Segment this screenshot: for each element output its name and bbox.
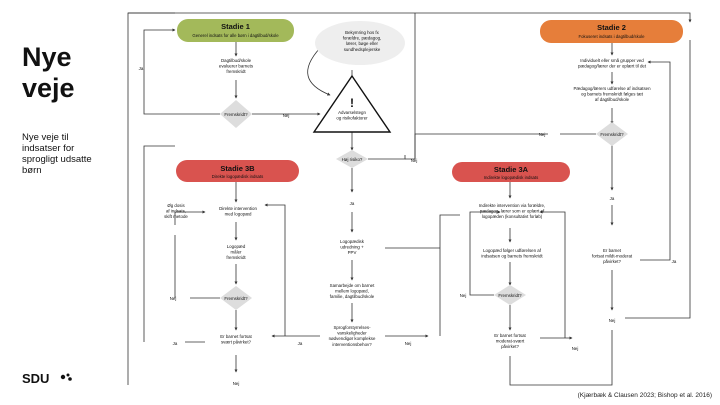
stage1-decision-label: Fremskridt? (224, 112, 248, 117)
stage3b-header: Stadie 3B Direkte logopædisk indsats (176, 160, 299, 182)
stage3b-subtitle: Direkte logopædisk indsats (212, 174, 264, 179)
stage2-yes-label: Ja (610, 196, 615, 201)
stage2-decision-label: Fremskridt? (600, 132, 624, 137)
stage3b-decision: Fremskridt? (220, 286, 252, 310)
page-subtitle: Nye veje til indsatser for sprogligt uds… (22, 132, 92, 176)
stage3a-indirect: Indirekte intervention via forældre,pæda… (479, 203, 545, 219)
stage1-no-label: Nej (283, 113, 290, 118)
stage1-decision: Fremskridt? (220, 100, 252, 128)
stage3a-title: Stadie 3A (494, 165, 529, 174)
stage3b-severe-no-label: Nej (233, 381, 240, 386)
stage3a-no-label: Nej (460, 293, 467, 298)
stage3a-subtitle: Indirekte logopædisk indsats (484, 175, 538, 180)
citation: (Kjærbæk & Clausen 2023; Bishop et al. 2… (577, 392, 712, 399)
warning-icon: ! (350, 96, 354, 110)
stage2-decision: Fremskridt? (596, 122, 628, 146)
stage3a-header: Stadie 3A Indirekte logopædisk indsats (452, 162, 570, 182)
stage3a-decision: Fremskridt? (494, 285, 526, 305)
stage2-mild-no-label: Nej (609, 318, 616, 323)
connector-lines (127, 12, 692, 386)
center-yes-label: Ja (298, 341, 303, 346)
stage3a-moderate-no-label: Nej (572, 346, 579, 351)
stage3b-decision-label: Fremskridt? (224, 296, 248, 301)
sdu-logo-mark-icon (60, 373, 72, 381)
high-risk-no-label: Nej (411, 158, 418, 163)
high-risk-decision: Høj risiko? (336, 150, 368, 168)
stage2-mild-yes-label: Ja (672, 259, 677, 264)
sdu-logo: SDU (22, 371, 50, 386)
page-title: Nye veje (22, 42, 75, 103)
stage3b-severe-yes-label: Ja (173, 341, 178, 346)
high-risk-yes-label: Ja (350, 201, 355, 206)
high-risk-label: Høj risiko? (342, 157, 363, 162)
center-no-label: Nej (405, 341, 412, 346)
stage1-subtitle: Generel indsats for alle børn i dagtilbu… (192, 33, 279, 38)
stage2-header: Stadie 2 Fokuseret indsats i dagtilbud/s… (540, 20, 683, 43)
stage3b-no-label: Nej (170, 296, 177, 301)
stage3a-decision-label: Fremskridt? (498, 293, 522, 298)
stage3b-title: Stadie 3B (220, 164, 255, 173)
stage1-title: Stadie 1 (221, 22, 250, 31)
stage2-subtitle: Fokuseret indsats i dagtilbud/skole (579, 34, 646, 39)
stage1-header: Stadie 1 Generel indsats for alle børn i… (177, 19, 294, 42)
stage2-no-label: Nej (539, 132, 546, 137)
stage2-title: Stadie 2 (597, 23, 626, 32)
stage1-yes-label: Ja (139, 66, 144, 71)
